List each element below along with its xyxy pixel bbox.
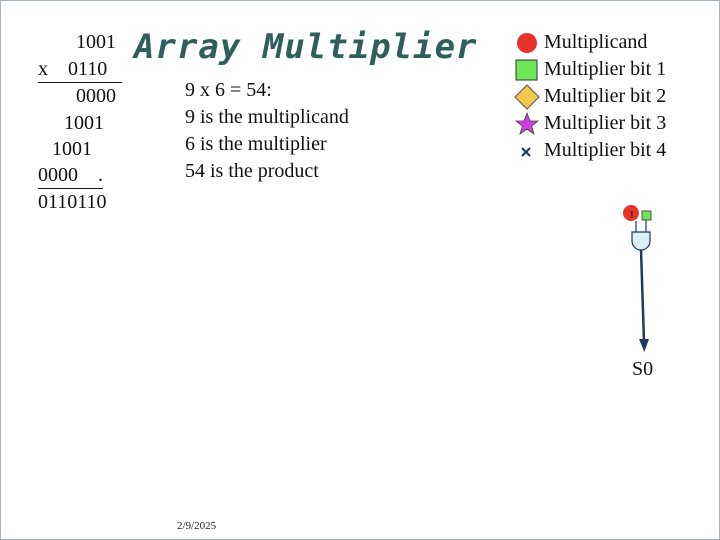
magenta-star-icon (514, 111, 540, 137)
and-gate (631, 231, 651, 251)
product-text: 54 is the product (185, 160, 319, 182)
legend-item-bit1: Multiplier bit 1 (514, 56, 666, 83)
legend-label: Multiplier bit 1 (544, 58, 667, 80)
yellow-diamond-icon (514, 83, 540, 110)
multiplier-input-square (641, 210, 652, 221)
multiplicand-line: 1001 (76, 31, 116, 53)
legend-item-multiplicand: Multiplicand (514, 29, 666, 56)
equation-text: 9 x 6 = 54: (185, 79, 272, 101)
legend-label: Multiplicand (544, 31, 648, 53)
legend-item-bit2: Multiplier bit 2 (514, 83, 666, 110)
output-label-s0: S0 (632, 358, 654, 380)
product-line: 0110110 (38, 191, 107, 213)
slide-title: Array Multiplier (134, 27, 478, 67)
partial-product-4: 0000 . (38, 162, 103, 189)
x-mark-icon (514, 138, 540, 164)
output-arrow-head (639, 339, 649, 352)
legend-label: Multiplier bit 2 (544, 85, 667, 107)
partial-product-2: 1001 (64, 112, 104, 134)
and-gate-circuit: 1 (623, 205, 652, 352)
multiplicand-text: 9 is the multiplicand (185, 106, 349, 128)
red-circle-icon (514, 30, 540, 56)
multiplier-line: x 0110 (38, 56, 122, 83)
legend-item-bit4: Multiplier bit 4 (514, 137, 666, 164)
partial-product-3: 1001 (52, 138, 92, 160)
output-wire (639, 249, 646, 342)
explanation-block: 9 x 6 = 54: 9 is the multiplicand 6 is t… (185, 77, 349, 185)
partial-product-1: 0000 (76, 85, 116, 107)
multiplicand-input-dot (623, 205, 639, 221)
legend-label: Multiplier bit 3 (544, 112, 667, 134)
multiplier-text: 6 is the multiplier (185, 133, 327, 155)
slide-date: 2/9/2025 (177, 520, 217, 532)
input-bit-label: 1 (629, 209, 635, 221)
legend-label: Multiplier bit 4 (544, 139, 667, 161)
legend: Multiplicand Multiplier bit 1 Multiplier… (514, 29, 666, 164)
legend-item-bit3: Multiplier bit 3 (514, 110, 666, 137)
green-square-icon (514, 57, 540, 83)
